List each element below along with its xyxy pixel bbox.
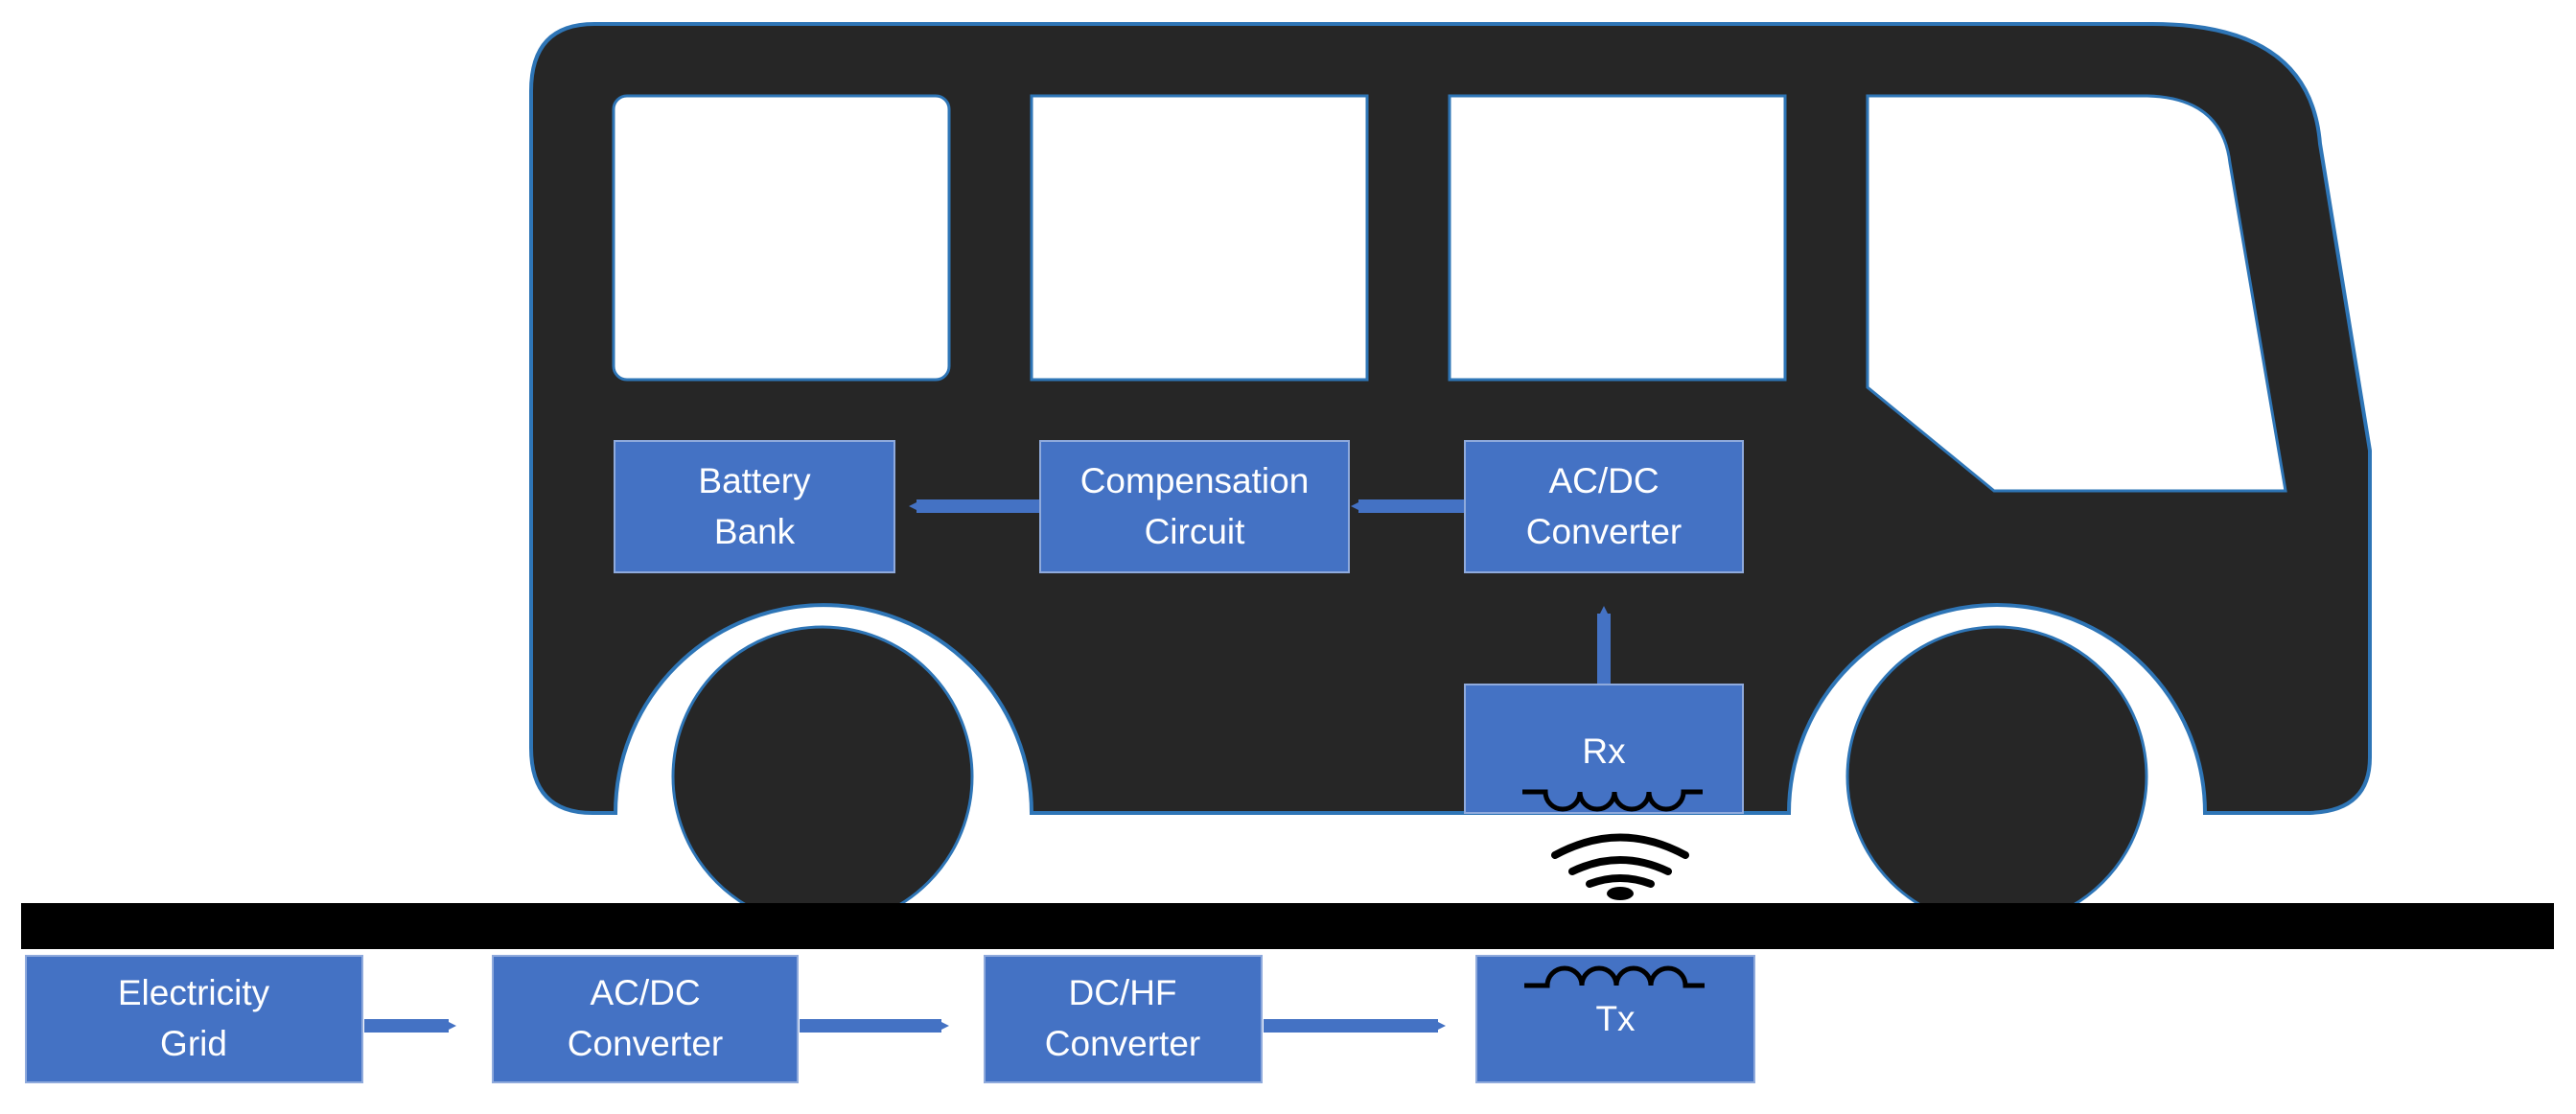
battery-bank-label-line1: Battery [698, 461, 811, 500]
inductor-coil-icon [1522, 789, 1703, 812]
electricity-grid-block: Electricity Grid [25, 955, 363, 1083]
tx-coil-block: Tx [1475, 955, 1755, 1083]
bus-windshield [1866, 94, 2287, 493]
vehicle-acdc-label-line1: AC/DC [1548, 461, 1659, 500]
battery-bank-block: Battery Bank [614, 440, 895, 573]
compensation-circuit-label-line1: Compensation [1080, 461, 1310, 500]
dchf-label-line1: DC/HF [1068, 973, 1176, 1012]
bus-wheel-front [1845, 625, 2148, 928]
bus-window-1 [612, 94, 951, 382]
road-surface [21, 903, 2554, 949]
rx-label: Rx [1582, 731, 1626, 771]
compensation-circuit-block: Compensation Circuit [1039, 440, 1350, 573]
vehicle-acdc-converter-block: AC/DC Converter [1464, 440, 1744, 573]
inductor-coil-icon [1524, 965, 1705, 988]
compensation-circuit-label-line2: Circuit [1145, 512, 1246, 551]
rx-coil-block: Rx [1464, 684, 1744, 814]
ground-acdc-converter-block: AC/DC Converter [492, 955, 799, 1083]
battery-bank-label-line2: Bank [714, 512, 796, 551]
dchf-label-line2: Converter [1045, 1024, 1200, 1063]
tx-label: Tx [1595, 999, 1636, 1038]
bus-window-3 [1448, 94, 1787, 382]
electricity-grid-label-line1: Electricity [118, 973, 270, 1012]
ground-acdc-label-line1: AC/DC [590, 973, 700, 1012]
bus-wheel-rear [671, 625, 974, 928]
bus-window-2 [1030, 94, 1369, 382]
wifi-signal-icon [1551, 833, 1689, 900]
dchf-converter-block: DC/HF Converter [984, 955, 1263, 1083]
electricity-grid-label-line2: Grid [160, 1024, 227, 1063]
ground-acdc-label-line2: Converter [568, 1024, 723, 1063]
vehicle-acdc-label-line2: Converter [1526, 512, 1682, 551]
